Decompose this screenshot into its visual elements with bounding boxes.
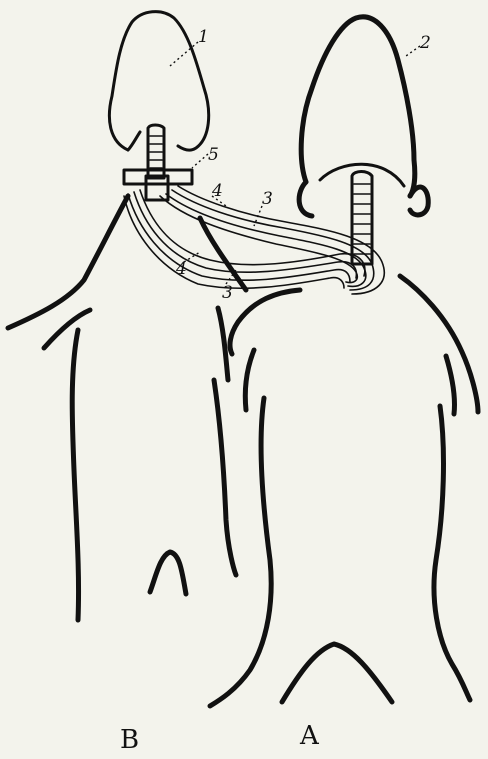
label-2: 2 — [419, 33, 431, 53]
label-4-lower: 4 — [175, 259, 187, 279]
label-1: 1 — [198, 27, 209, 47]
spinal-column-a — [352, 172, 372, 265]
animal-a-left-ear — [299, 182, 312, 216]
caption-b: B — [120, 725, 139, 755]
vessel-lower-3 — [128, 194, 350, 282]
connecting-vessels — [124, 186, 384, 294]
animal-a-shoulder-left — [230, 290, 300, 354]
animal-b-tail-notch — [150, 552, 186, 594]
animal-a — [210, 17, 478, 706]
caption-a: A — [299, 721, 320, 751]
animal-a-shoulder-right — [400, 276, 478, 412]
label-4-upper: 4 — [211, 181, 223, 201]
animal-b-left-outline — [8, 196, 128, 328]
animal-a-body-right — [434, 406, 470, 700]
vessel-upper-2 — [172, 190, 374, 290]
animal-a-tail-notch — [282, 644, 392, 702]
animal-a-head — [301, 17, 415, 196]
label-3-upper: 3 — [262, 189, 273, 209]
label-3-lower: 3 — [222, 283, 233, 303]
animal-b — [8, 12, 246, 620]
animal-b-head — [109, 12, 208, 151]
animal-b-body-left — [72, 330, 78, 620]
animal-a-right-ear — [410, 187, 428, 215]
label-5: 5 — [208, 145, 219, 165]
